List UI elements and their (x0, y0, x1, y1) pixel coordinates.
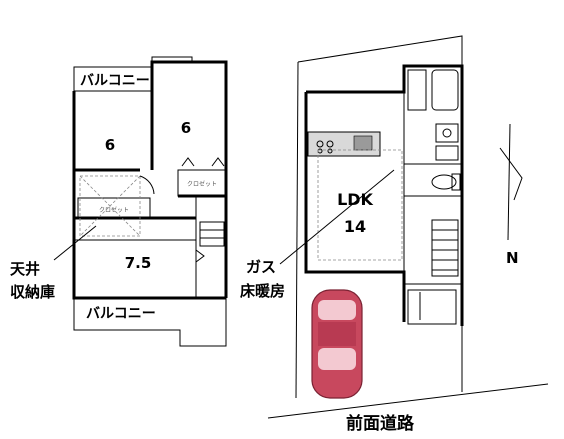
room-bottom-size: 7.5 (125, 254, 152, 272)
road-edge (267, 383, 549, 419)
first-floor-plan: LDK 14 ガス 床暖房 前面道路 N (240, 35, 549, 434)
closet-right-label: クロゼット (187, 180, 217, 188)
gas-heating-label-line2: 床暖房 (240, 282, 285, 300)
top-balcony-label: バルコニー (80, 73, 150, 89)
gas-heating-label-line1: ガス (246, 258, 276, 276)
entrance (407, 289, 457, 325)
attic-storage-label-line1: 天井 (10, 260, 40, 278)
room-left-size: 6 (105, 136, 115, 154)
bathtub (431, 69, 459, 111)
bottom-balcony-label: バルコニー (86, 306, 156, 322)
road-label: 前面道路 (346, 413, 415, 434)
north-arrow: N (499, 123, 523, 267)
attic-storage-label-line2: 収納庫 (10, 283, 55, 301)
closet-left (77, 197, 151, 219)
second-floor-plan: バルコニー 6 6 7.5 クロゼット クロゼット (10, 56, 228, 347)
bottom-balcony (73, 298, 227, 347)
closet-left-label: クロゼット (99, 206, 129, 214)
closet-right (177, 169, 227, 197)
floor-heating-area (317, 149, 403, 261)
ldk-label: LDK (337, 190, 373, 209)
first-floor-outer-wall (304, 64, 464, 326)
stairs-1f (431, 219, 459, 277)
car (311, 289, 363, 399)
north-label: N (506, 249, 519, 267)
stairs-2f (199, 221, 225, 247)
toilet (431, 174, 457, 190)
washbasin (435, 123, 459, 143)
room-right-size: 6 (181, 119, 191, 137)
ldk-size: 14 (344, 217, 366, 236)
